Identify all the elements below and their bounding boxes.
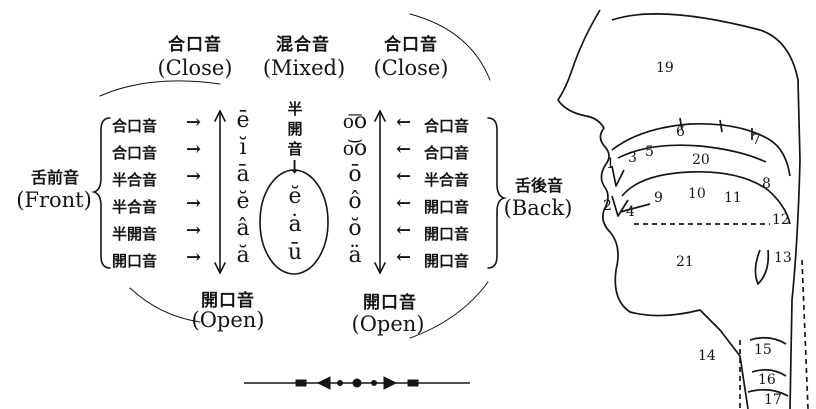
arrow-left-icon: ←	[396, 193, 412, 214]
back-vowel: ō	[348, 162, 362, 187]
front-vowel: ē	[236, 108, 250, 133]
back-vowel: ä	[348, 243, 362, 268]
front-row-label: 合口音	[112, 117, 158, 135]
back-row-label: 開口音	[424, 225, 470, 243]
front-vowel: â	[236, 216, 250, 241]
arrow-right-icon: →	[186, 247, 202, 268]
arrow-right-icon: →	[186, 166, 202, 187]
anatomy-label: 17	[764, 392, 782, 408]
anatomy-label: 7	[752, 132, 761, 148]
front-brace	[91, 117, 111, 269]
arrow-right-icon: →	[186, 220, 202, 241]
anatomy-label: 10	[688, 186, 706, 202]
mixed-vowel: ĕ	[288, 184, 302, 209]
arrow-left-icon: ←	[396, 139, 412, 160]
anatomy-label: 11	[724, 190, 742, 206]
anatomy-label: 2	[603, 198, 612, 214]
back-row-label: 半合音	[424, 171, 470, 189]
back-vowel: o͞o	[342, 109, 368, 134]
anatomy-label: 3	[628, 150, 637, 166]
arrow-left-icon: ←	[396, 220, 412, 241]
arrow-left-icon: ←	[396, 247, 412, 268]
mixed-note: 半	[287, 100, 303, 118]
arrow-right-icon: →	[186, 112, 202, 133]
anatomy-label: 8	[762, 176, 771, 192]
back-label: 舌後音	[514, 176, 563, 195]
front-vowel: ă	[236, 243, 250, 268]
front-vowel: ĕ	[236, 189, 250, 214]
arrow-right-icon: →	[186, 139, 202, 160]
left-arc	[99, 80, 221, 97]
front-row-label: 開口音	[112, 252, 158, 270]
header-close-right-en: (Close)	[373, 56, 449, 80]
front-vowel: ĭ	[239, 135, 247, 160]
back-vowel: ŏ	[348, 216, 362, 241]
anatomy-label: 1	[606, 156, 615, 172]
anatomy-label: 5	[645, 144, 654, 160]
mixed-vowel: ū	[287, 240, 303, 265]
back-label-en: (Back)	[503, 196, 573, 220]
anatomy-label: 12	[772, 212, 790, 228]
right-arc	[409, 13, 491, 81]
back-row-label: 合口音	[424, 144, 470, 162]
header-open-right-en: (Open)	[351, 312, 425, 336]
front-vowel: ā	[236, 162, 250, 187]
header-close-left: 合口音	[168, 35, 222, 55]
front-row-label: 合口音	[112, 144, 158, 162]
anatomy-label: 21	[676, 254, 694, 270]
arrow-left-icon: ←	[396, 166, 412, 187]
head-section	[557, 9, 809, 409]
front-label-en: (Front)	[16, 188, 92, 212]
back-brace	[487, 117, 507, 269]
arrow-down-icon: ↓	[287, 157, 303, 178]
anatomy-label: 9	[654, 190, 663, 206]
anatomy-label: 16	[758, 372, 776, 388]
anatomy-label: 4	[626, 204, 635, 220]
anatomy-label: 14	[698, 348, 716, 364]
header-close-left-en: (Close)	[157, 56, 233, 80]
header-close-right: 合口音	[384, 35, 438, 55]
front-row-label: 半合音	[112, 198, 158, 216]
mixed-note: 音	[287, 140, 303, 158]
anatomy-label: 15	[754, 342, 772, 358]
mixed-ellipse	[259, 169, 329, 275]
header-open-left: 開口音	[201, 291, 255, 311]
ornament-divider	[244, 376, 470, 390]
back-vowel: ô	[348, 189, 362, 214]
anatomy-label: 19	[656, 60, 674, 76]
arrow-left-icon: ←	[396, 112, 412, 133]
header-mixed-en: (Mixed)	[262, 56, 346, 80]
back-vowel: o͝o	[342, 136, 368, 161]
anatomy-label: 13	[774, 250, 792, 266]
anatomy-label: 6	[676, 124, 685, 140]
mixed-vowel: ȧ	[288, 212, 302, 237]
anatomy-label: 20	[692, 152, 710, 168]
header-mixed: 混合音	[276, 35, 330, 55]
back-row-label: 合口音	[424, 117, 470, 135]
front-row-label: 半開音	[112, 225, 158, 243]
mixed-note: 開	[287, 120, 303, 138]
back-row-label: 開口音	[424, 198, 470, 216]
arrow-right-icon: →	[186, 193, 202, 214]
front-label: 舌前音	[30, 168, 79, 187]
header-open-left-en: (Open)	[191, 308, 265, 332]
back-row-label: 開口音	[424, 252, 470, 270]
header-open-right: 開口音	[363, 293, 417, 313]
front-row-label: 半合音	[112, 171, 158, 189]
